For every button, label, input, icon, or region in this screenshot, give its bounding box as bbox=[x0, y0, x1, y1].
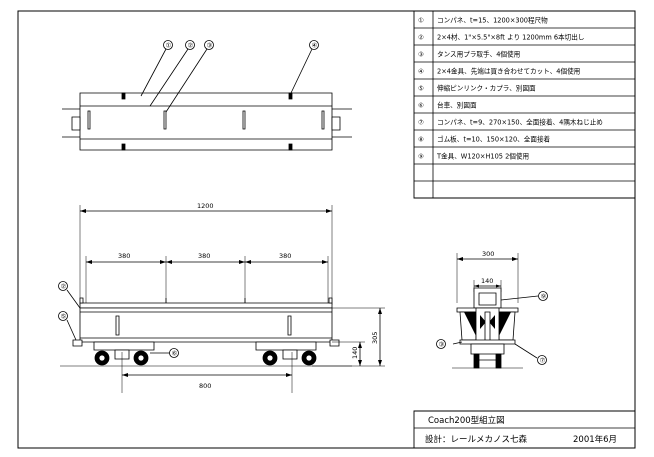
callout-label: ⑤ bbox=[61, 313, 67, 321]
part-number: ⑧ bbox=[418, 136, 424, 144]
part-number: ⑨ bbox=[418, 153, 424, 161]
drawing-date: 2001年6月 bbox=[573, 434, 617, 445]
callout-label: ② bbox=[61, 283, 67, 291]
parts-list-row: ⑤ 伸縮ピンリンク・カプラ、別図面 bbox=[418, 84, 536, 93]
dimension-truck-centres: 800 bbox=[199, 382, 211, 390]
part-number: ⑦ bbox=[418, 119, 424, 127]
part-number: ④ bbox=[418, 68, 424, 76]
dimension-height-frame: 140 bbox=[351, 347, 359, 359]
part-number: ③ bbox=[418, 51, 424, 59]
part-description: 伸縮ピンリンク・カプラ、別図面 bbox=[437, 84, 536, 93]
part-number: ① bbox=[418, 17, 424, 25]
callout-label: ① bbox=[166, 42, 172, 50]
top-view: ① ② ③ ④ bbox=[62, 41, 352, 151]
dimension-end-width: 300 bbox=[482, 250, 494, 258]
truck-left bbox=[94, 342, 154, 365]
part-number: ⑥ bbox=[418, 102, 424, 110]
parts-list-row: ④ 2×4金具、先端は買き合わせてカット、4個使用 bbox=[418, 67, 580, 76]
dimension-overall-length: 1200 bbox=[197, 202, 214, 210]
drawing-title: Coach200型組立図 bbox=[428, 415, 505, 426]
dimension-height-total: 305 bbox=[371, 332, 379, 344]
callout-label: ⑦ bbox=[540, 357, 546, 365]
dimension-end-inner: 140 bbox=[481, 277, 493, 285]
parts-list-row: ⑧ ゴム板、t=10、150×120、全面接着 bbox=[418, 135, 551, 144]
designer-name: 設計：レールメカノス七森 bbox=[425, 434, 528, 445]
side-view: 1200 380 380 380 bbox=[59, 202, 386, 393]
parts-list-table: ① コンパネ、t=15、1200×300程尺物 ② 2×4材、1"×5.5"×8… bbox=[414, 11, 635, 198]
callout-label: ③ bbox=[439, 341, 445, 349]
dimension-bay: 380 bbox=[118, 252, 130, 260]
end-view: 300 140 ⑨ bbox=[437, 250, 548, 368]
part-number: ② bbox=[418, 34, 424, 42]
callout-label: ④ bbox=[312, 42, 318, 50]
parts-list-row: ⑦ コンパネ、t=9、270×150、全面接着、4隅木ねじ止め bbox=[418, 118, 603, 127]
part-description: コンパネ、t=15、1200×300程尺物 bbox=[437, 16, 548, 25]
dimension-bay: 380 bbox=[279, 252, 291, 260]
part-description: コンパネ、t=9、270×150、全面接着、4隅木ねじ止め bbox=[437, 118, 603, 127]
parts-list-row: ① コンパネ、t=15、1200×300程尺物 bbox=[418, 16, 548, 25]
parts-list-row: ⑥ 台車、別図面 bbox=[418, 101, 477, 110]
callout-label: ③ bbox=[207, 42, 213, 50]
part-description: 台車、別図面 bbox=[437, 101, 477, 110]
part-description: 2×4材、1"×5.5"×8ft より 1200mm 6本切出し bbox=[437, 33, 584, 42]
truck-right bbox=[256, 342, 316, 365]
parts-list-row: ⑨ T金具、W120×H105 2個使用 bbox=[418, 152, 529, 161]
sheet-border bbox=[18, 11, 635, 448]
part-description: ゴム板、t=10、150×120、全面接着 bbox=[437, 135, 551, 144]
parts-list-row: ③ タンス用プラ取手、4個使用 bbox=[418, 50, 520, 59]
part-description: タンス用プラ取手、4個使用 bbox=[437, 50, 520, 59]
part-description: T金具、W120×H105 2個使用 bbox=[436, 152, 529, 161]
callout-label: ⑨ bbox=[541, 293, 547, 301]
callout-label: ② bbox=[188, 42, 194, 50]
callout-label: ⑥ bbox=[172, 350, 178, 358]
parts-list-row: ② 2×4材、1"×5.5"×8ft より 1200mm 6本切出し bbox=[418, 33, 584, 42]
title-block: Coach200型組立図 設計：レールメカノス七森 2001年6月 bbox=[414, 411, 635, 448]
part-description: 2×4金具、先端は買き合わせてカット、4個使用 bbox=[437, 67, 580, 76]
dimension-bay: 380 bbox=[198, 252, 210, 260]
part-number: ⑤ bbox=[418, 85, 424, 93]
